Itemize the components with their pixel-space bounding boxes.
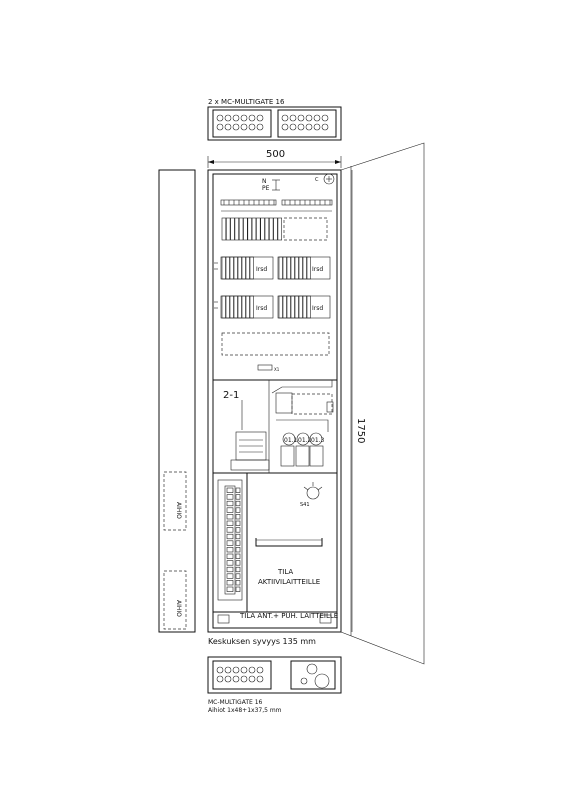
- side-view-panel: [158, 169, 196, 633]
- width-dimension-text: 500: [266, 149, 285, 160]
- s41-label: S41: [300, 502, 310, 508]
- bottom-gland-holes: [216, 666, 264, 683]
- fuse-label-3: 01.3: [311, 437, 325, 444]
- active-device-shelf: [255, 538, 323, 547]
- fuse-label-1: 01.1: [284, 437, 298, 444]
- bottom-gland-label: MC-MULTIGATE 16: [208, 699, 263, 706]
- terminal-block-x1: [257, 364, 273, 371]
- side-blank-label-bottom: AIHIO: [175, 600, 182, 617]
- cabinet-body: [207, 169, 342, 633]
- section-label: 2-1: [223, 390, 239, 401]
- pe-label: PE: [262, 185, 270, 192]
- patch-panel: [217, 479, 243, 601]
- terminal-label: X1: [274, 367, 280, 372]
- antenna-space-label: TILA ANT.+ PUH. LAITTEILLE: [239, 612, 338, 620]
- rail-terminals: [223, 200, 331, 205]
- busbar-symbols: C: [272, 173, 335, 191]
- main-switch: [271, 380, 334, 415]
- antenna-rail: [217, 614, 332, 624]
- rcd-label-1: Irsd: [256, 266, 267, 273]
- height-dimension-text: 1750: [355, 418, 366, 443]
- top-gland-plate: [207, 106, 342, 141]
- neutral-label: N: [262, 178, 267, 185]
- rcd-label-3: Irsd: [256, 305, 267, 312]
- top-gland-holes: [216, 114, 329, 131]
- rcd-block-row1: [220, 256, 331, 319]
- open-door-outline: [340, 142, 425, 665]
- rcd-label-4: Irsd: [312, 305, 323, 312]
- terminal-rails: [220, 199, 333, 212]
- s41-outlet: [303, 482, 323, 500]
- top-gland-label: 2 x MC-MULTIGATE 16: [208, 98, 285, 106]
- tila-label: TILA: [277, 568, 293, 576]
- rcd-label-2: Irsd: [312, 266, 323, 273]
- bottom-gland-blanks: Aihiot 1x48+1x37,5 mm: [208, 707, 282, 714]
- fuse-holders: [276, 419, 329, 467]
- patch-ports: [226, 487, 241, 592]
- svg-text:C: C: [315, 177, 319, 183]
- fuse-label-2: 01.2: [298, 437, 312, 444]
- meter-device: [230, 400, 270, 471]
- cabinet-depth-note: Keskuksen syvyys 135 mm: [208, 637, 316, 646]
- side-blank-label-top: AIHIO: [175, 502, 182, 519]
- active-devices-label: AKTIIVILAITTEILLE: [258, 578, 320, 586]
- spare-din-row: [221, 217, 330, 356]
- width-dimension: [207, 156, 342, 168]
- bottom-gland-plate: [207, 656, 342, 694]
